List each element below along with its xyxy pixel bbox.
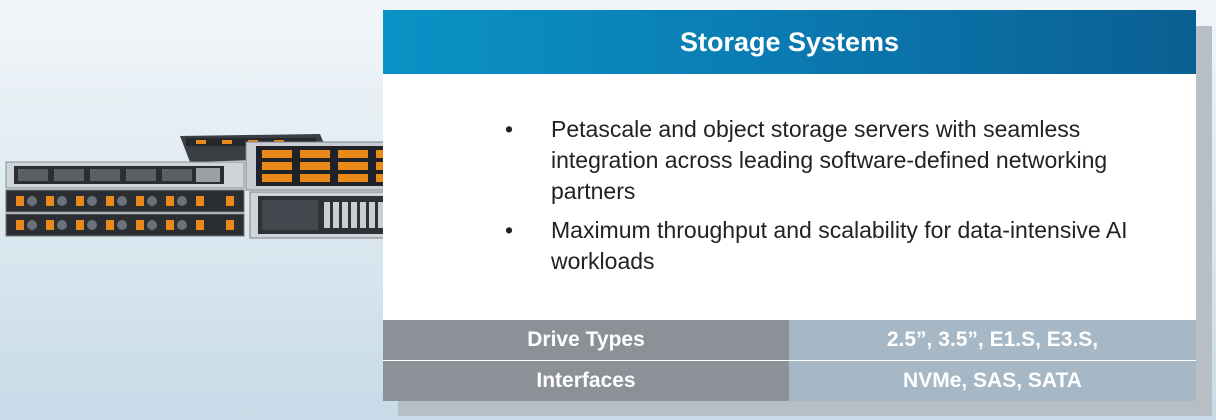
card-header: Storage Systems xyxy=(383,10,1196,74)
feature-list: • Petascale and object storage servers w… xyxy=(505,114,1145,285)
table-row: Interfaces NVMe, SAS, SATA xyxy=(383,360,1196,401)
spec-table: Drive Types 2.5”, 3.5”, E1.S, E3.S, Inte… xyxy=(383,320,1196,401)
storage-systems-card: Storage Systems • Petascale and object s… xyxy=(383,10,1196,401)
card-title: Storage Systems xyxy=(679,26,900,57)
bullet-icon: • xyxy=(505,217,514,243)
list-item: • Petascale and object storage servers w… xyxy=(505,114,1145,207)
spec-value: NVMe, SAS, SATA xyxy=(789,361,1196,401)
list-item-text: Maximum throughput and scalability for d… xyxy=(551,217,1128,274)
list-item: • Maximum throughput and scalability for… xyxy=(505,215,1145,277)
server-left xyxy=(5,161,245,237)
spec-value: 2.5”, 3.5”, E1.S, E3.S, xyxy=(789,320,1196,360)
list-item-text: Petascale and object storage servers wit… xyxy=(551,116,1108,204)
spec-label: Interfaces xyxy=(383,361,789,401)
table-row: Drive Types 2.5”, 3.5”, E1.S, E3.S, xyxy=(383,320,1196,360)
spec-label: Drive Types xyxy=(383,320,789,360)
bullet-icon: • xyxy=(505,116,514,142)
